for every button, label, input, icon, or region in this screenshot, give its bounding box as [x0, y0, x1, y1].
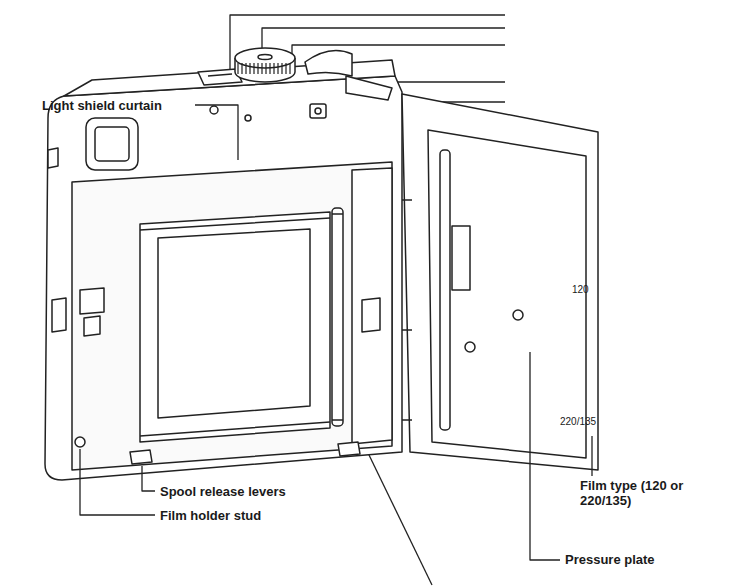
part-label: Film type (120 or 220/135): [580, 478, 698, 508]
camera-body: [72, 162, 392, 470]
camera-body: [52, 298, 66, 332]
label-leaders: [195, 105, 238, 160]
camera-body: [80, 288, 104, 314]
camera-body: [332, 214, 343, 420]
camera-body: [48, 148, 58, 168]
camera-body: [158, 229, 310, 418]
camera-door: [513, 310, 523, 320]
camera-door: [428, 130, 586, 458]
knurl-lines: [257, 63, 258, 74]
label-leaders: [530, 352, 560, 560]
label-leaders: [80, 105, 592, 560]
part-label: Spool release levers: [160, 484, 286, 499]
camera-body: [210, 106, 218, 114]
camera-door: [440, 150, 450, 430]
camera-body: [75, 437, 85, 447]
knurl-lines: [261, 63, 262, 74]
label-leaders: [142, 466, 155, 491]
knurl-lines: [289, 63, 290, 74]
camera-body: [245, 115, 251, 121]
camera-body: [140, 212, 330, 442]
knurl-lines: [285, 63, 286, 74]
camera-door: [452, 226, 470, 290]
part-label: Pressure plate: [565, 552, 655, 567]
camera-body: [84, 316, 100, 336]
knurl-lines: [241, 63, 242, 74]
knurl-lines: [269, 63, 270, 74]
camera-body: [315, 108, 321, 114]
camera-body: [45, 76, 402, 480]
camera-body: [95, 127, 129, 161]
knurl-lines: [249, 63, 250, 74]
knurl-lines: [281, 63, 282, 74]
camera-body: [362, 298, 380, 332]
camera-body: [140, 218, 330, 436]
part-label: Film holder stud: [160, 508, 261, 523]
camera-body: [338, 442, 360, 456]
camera-body: [352, 168, 392, 444]
camera-body: [346, 76, 392, 100]
camera-body: [86, 118, 138, 170]
camera-door: [465, 342, 475, 352]
knurl-lines: [237, 63, 238, 74]
camera-door: [402, 94, 598, 470]
part-label: 220/135: [560, 416, 596, 428]
camera-body: [130, 450, 152, 464]
knurl-lines: [277, 63, 278, 74]
knurl-lines: [273, 63, 274, 74]
knurl-lines: [253, 63, 254, 74]
knurl-lines: [245, 63, 246, 74]
label-leaders: [591, 436, 592, 476]
camera-body: [305, 50, 352, 76]
camera-body: [208, 74, 232, 76]
camera-body: [332, 208, 343, 426]
part-label: 120: [572, 284, 589, 296]
camera-door: [402, 200, 412, 420]
knurl-lines: [265, 63, 266, 74]
camera-door: [402, 94, 598, 470]
camera-body: [310, 104, 326, 118]
camera-body: [258, 55, 272, 60]
knurl-lines: [238, 63, 290, 74]
part-label: Light shield curtain: [42, 98, 162, 113]
label-leaders: [80, 449, 155, 515]
